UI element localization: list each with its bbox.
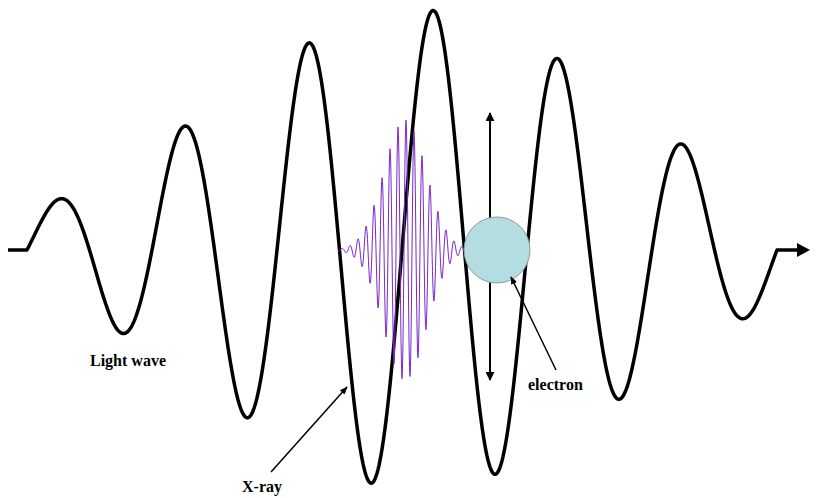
electron-label: electron [526,376,585,394]
leader-arrow [511,277,556,370]
light-wave [8,11,800,484]
leader-arrow [271,387,347,472]
x-ray-packet [338,120,472,379]
wave-label: Light wave [88,352,168,370]
propagation-arrowhead [797,243,810,257]
x-ray-label: X-ray [240,478,284,496]
electron-circle [464,217,530,283]
